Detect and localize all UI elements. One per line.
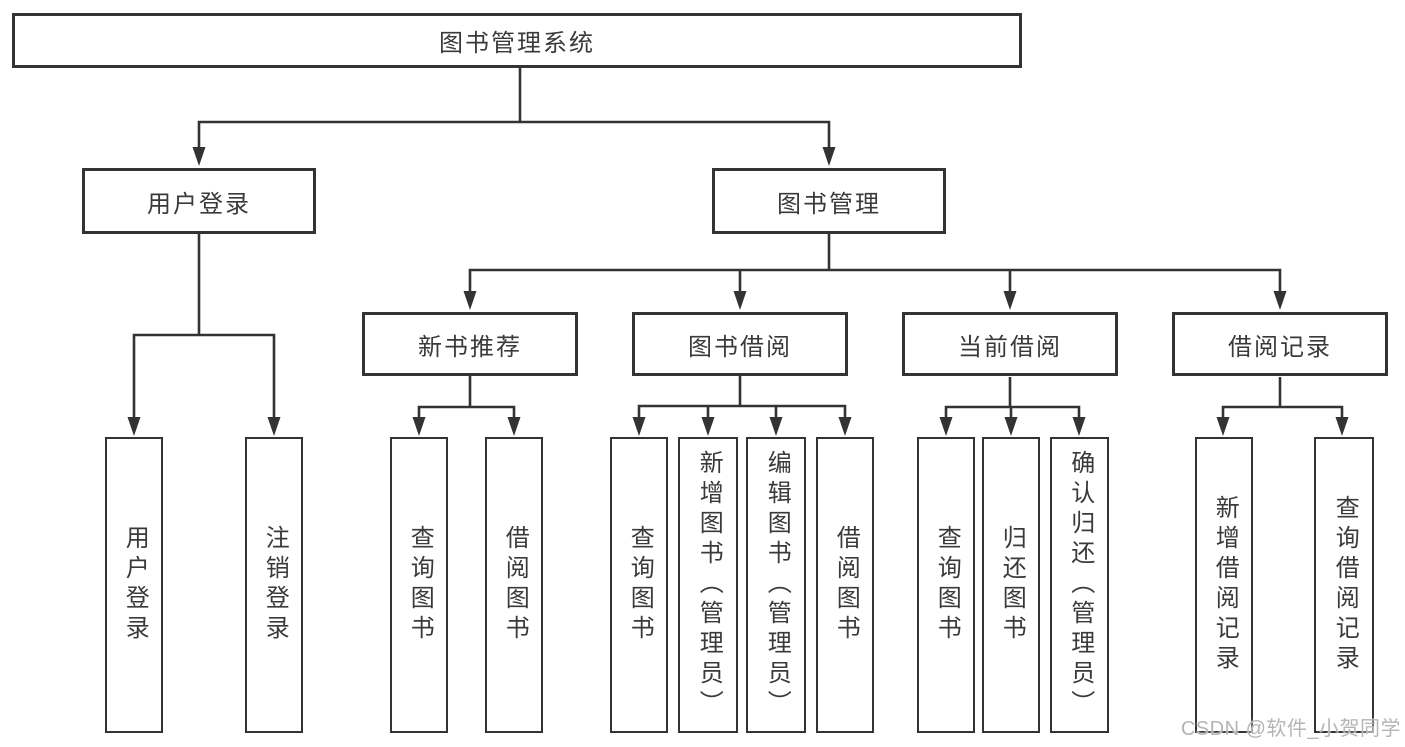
leaf-query-books-current: 查询图书 bbox=[917, 437, 975, 733]
leaf-edit-books-admin: 编辑图书（管理员） bbox=[746, 437, 806, 733]
leaf-confirm-return-admin: 确认归还（管理员） bbox=[1050, 437, 1109, 733]
node-user-login: 用户登录 bbox=[82, 168, 316, 234]
leaf-add-books-admin-label: 新增图书（管理员） bbox=[695, 450, 723, 720]
leaf-query-books-recommend-label: 查询图书 bbox=[406, 525, 434, 645]
leaf-borrow-books: 借阅图书 bbox=[816, 437, 874, 733]
leaf-query-books-borrow: 查询图书 bbox=[610, 437, 668, 733]
node-borrow-records: 借阅记录 bbox=[1172, 312, 1388, 376]
node-book-management: 图书管理 bbox=[712, 168, 946, 234]
watermark: CSDN @软件_小贺同学 bbox=[1180, 718, 1401, 740]
leaf-borrow-books-label: 借阅图书 bbox=[832, 525, 860, 645]
node-root-label: 图书管理系统 bbox=[439, 30, 595, 57]
leaf-query-books-current-label: 查询图书 bbox=[933, 525, 961, 645]
node-book-borrow-label: 图书借阅 bbox=[688, 333, 792, 361]
leaf-query-books-borrow-label: 查询图书 bbox=[626, 525, 654, 645]
leaf-return-books-label: 归还图书 bbox=[998, 525, 1026, 645]
node-root: 图书管理系统 bbox=[12, 13, 1022, 68]
node-current-borrow-label: 当前借阅 bbox=[958, 333, 1062, 361]
leaf-logout-label: 注销登录 bbox=[261, 525, 289, 645]
leaf-add-borrow-record: 新增借阅记录 bbox=[1195, 437, 1253, 733]
node-book-management-label: 图书管理 bbox=[777, 190, 881, 218]
leaf-query-borrow-record: 查询借阅记录 bbox=[1314, 437, 1374, 733]
node-book-borrow: 图书借阅 bbox=[632, 312, 848, 376]
leaf-user-login: 用户登录 bbox=[105, 437, 163, 733]
node-current-borrow: 当前借阅 bbox=[902, 312, 1118, 376]
leaf-query-borrow-record-label: 查询借阅记录 bbox=[1331, 495, 1359, 675]
leaf-edit-books-admin-label: 编辑图书（管理员） bbox=[763, 450, 791, 720]
leaf-confirm-return-admin-label: 确认归还（管理员） bbox=[1066, 450, 1094, 720]
leaf-query-books-recommend: 查询图书 bbox=[390, 437, 448, 733]
connector-userlogin-to-leaves bbox=[127, 234, 281, 436]
leaf-borrow-books-recommend-label: 借阅图书 bbox=[501, 525, 529, 645]
node-user-login-label: 用户登录 bbox=[147, 190, 251, 218]
connector-bookmgmt-to-level3 bbox=[463, 234, 1287, 310]
leaf-return-books: 归还图书 bbox=[982, 437, 1040, 733]
leaf-borrow-books-recommend: 借阅图书 bbox=[485, 437, 543, 733]
node-new-book-recommend-label: 新书推荐 bbox=[418, 333, 522, 361]
connector-root-to-level2 bbox=[192, 68, 836, 166]
node-new-book-recommend: 新书推荐 bbox=[362, 312, 578, 376]
node-borrow-records-label: 借阅记录 bbox=[1228, 333, 1332, 361]
leaf-add-borrow-record-label: 新增借阅记录 bbox=[1211, 495, 1239, 675]
leaf-user-login-label: 用户登录 bbox=[121, 525, 149, 645]
leaf-add-books-admin: 新增图书（管理员） bbox=[678, 437, 738, 733]
leaf-logout: 注销登录 bbox=[245, 437, 303, 733]
connector-bookborrow-to-leaves bbox=[632, 376, 852, 436]
connector-currentborrow-to-leaves bbox=[939, 377, 1086, 436]
connector-records-to-leaves bbox=[1216, 377, 1349, 436]
connector-newbook-to-leaves bbox=[412, 376, 521, 436]
